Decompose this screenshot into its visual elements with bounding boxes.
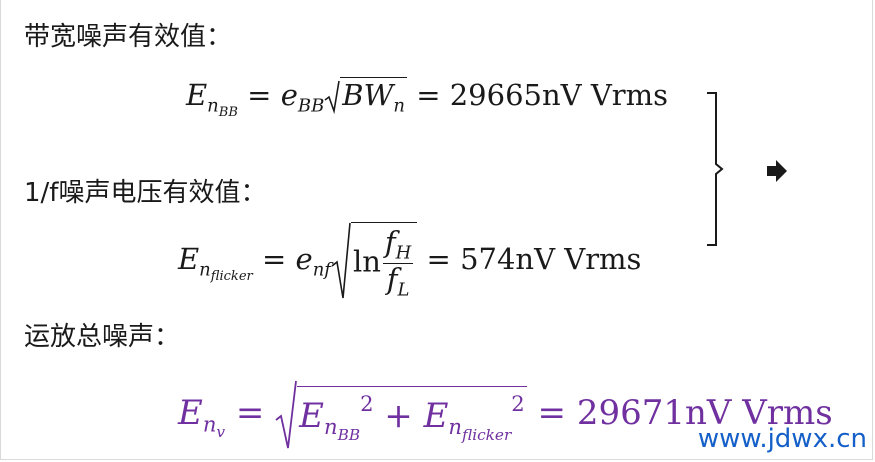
eq2-fH-sub: H bbox=[395, 242, 412, 264]
watermark: www.jdwx.cn bbox=[697, 424, 867, 454]
sqrt-sign bbox=[331, 222, 351, 299]
eq2-flicker: flicker bbox=[210, 269, 253, 285]
eq3-n: n bbox=[202, 411, 217, 437]
eq3-flicker: flicker bbox=[462, 425, 512, 444]
right-arrow-icon bbox=[767, 160, 787, 182]
eq3-square-2: 2 bbox=[511, 391, 525, 417]
eq3-equals: = bbox=[225, 393, 276, 433]
eq2-result: 574nV Vrms bbox=[460, 242, 642, 277]
eq1-E: E bbox=[186, 78, 208, 113]
eq2-n: n bbox=[199, 259, 211, 281]
eq3-v: v bbox=[216, 423, 226, 441]
right-brace bbox=[707, 92, 724, 246]
eq1-e: e bbox=[280, 78, 298, 113]
eq2-fL-sub: L bbox=[397, 279, 410, 301]
eq2-equals-2: = bbox=[417, 242, 461, 277]
eq1-BWn: n bbox=[393, 95, 405, 117]
eq3-square-1: 2 bbox=[360, 391, 374, 417]
eq3-sqrt: EnBB2 + Enflicker2 bbox=[275, 380, 527, 450]
eq1-BB: BB bbox=[218, 105, 238, 121]
heading-broadband-noise: 带宽噪声有效值： bbox=[24, 22, 233, 52]
eq2-enf: nf bbox=[312, 259, 331, 281]
eq1-n: n bbox=[207, 95, 219, 117]
eq3-E1: E bbox=[299, 395, 324, 436]
eq2-ln: ln bbox=[352, 244, 381, 279]
heading-flicker-noise: 1/f噪声电压有效值： bbox=[24, 178, 267, 208]
eq2-numerator: fH bbox=[382, 225, 414, 265]
eq3-E2: E bbox=[423, 395, 449, 436]
eq3-E: E bbox=[178, 393, 203, 433]
equation-total-noise: Env = EnBB2 + Enflicker2 = 29671nV Vrms bbox=[178, 380, 833, 450]
eq2-E: E bbox=[178, 242, 200, 277]
heading-total-noise: 运放总噪声： bbox=[24, 322, 181, 352]
eq1-result: 29665nV Vrms bbox=[449, 78, 669, 113]
eq2-fL: f bbox=[386, 262, 398, 297]
eq1-equals: = bbox=[237, 78, 281, 113]
eq3-equals-2: = bbox=[526, 393, 577, 433]
eq1-eBB: BB bbox=[297, 95, 325, 117]
eq3-BB: BB bbox=[337, 425, 361, 444]
sqrt-sign bbox=[275, 380, 298, 449]
eq3-n2: n bbox=[448, 414, 462, 440]
eq3-plus: + bbox=[373, 395, 424, 436]
sqrt-sign bbox=[324, 80, 341, 115]
eq1-BW: BW bbox=[342, 78, 394, 112]
eq3-result: 29671nV Vrms bbox=[576, 393, 833, 433]
eq1-equals-2: = bbox=[406, 78, 450, 113]
eq2-equals: = bbox=[252, 242, 296, 277]
eq2-fH: f bbox=[384, 225, 396, 259]
eq1-sqrt: BWn bbox=[324, 77, 407, 117]
eq3-n1: n bbox=[324, 414, 338, 440]
eq2-e: e bbox=[295, 242, 313, 277]
eq2-denominator: fL bbox=[383, 262, 413, 301]
